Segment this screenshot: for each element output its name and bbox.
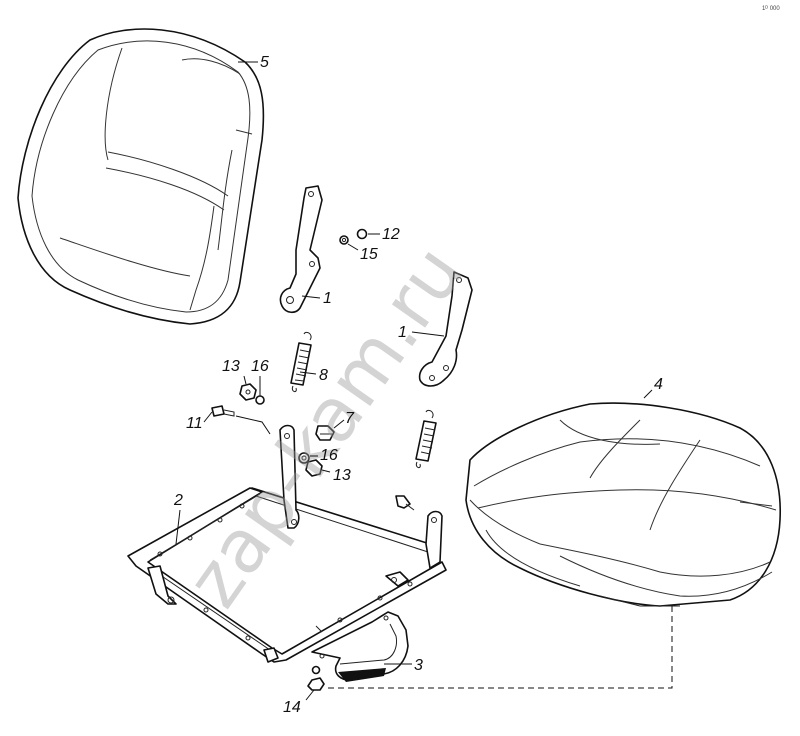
link-dashed-lines <box>326 606 673 689</box>
callout-bracket-right: 1 <box>398 324 407 341</box>
backrest <box>17 28 265 325</box>
sheet-code: 1ᴰ 000 <box>762 5 780 12</box>
callout-backrest: 5 <box>260 54 269 71</box>
callout-washer-left: 16 <box>251 358 269 375</box>
callout-handle: 3 <box>414 657 423 674</box>
callout-pin: 7 <box>345 410 355 427</box>
nut-mid <box>305 459 323 477</box>
callout-washer-mid: 16 <box>320 447 338 464</box>
adjust-handle <box>311 611 409 682</box>
washer-mid <box>298 452 310 464</box>
callout-nut-bottom: 14 <box>283 699 301 716</box>
bracket-right <box>418 271 473 387</box>
nut-left <box>239 383 257 401</box>
spring-right <box>415 409 437 469</box>
seat-cushion <box>465 402 781 607</box>
callouts: 5 12 15 1 1 8 13 16 11 7 16 13 2 4 3 14 <box>173 54 663 716</box>
callout-bolt-top: 12 <box>382 226 400 243</box>
bolt-left <box>211 405 271 435</box>
callout-nut-left: 13 <box>222 358 240 375</box>
washer-left <box>255 395 265 405</box>
bolt-top <box>356 228 368 240</box>
callout-bolt-left: 11 <box>186 415 203 432</box>
callout-spring-left: 8 <box>319 367 328 384</box>
nut-bottom <box>307 665 325 691</box>
washer-top <box>339 235 349 245</box>
callout-nut-mid: 13 <box>333 467 351 484</box>
bracket-upper <box>279 185 323 314</box>
callout-frame: 2 <box>173 492 183 509</box>
spring-left <box>290 331 312 393</box>
pin <box>315 425 335 441</box>
callout-washer-top: 15 <box>360 246 378 263</box>
stud-bolt <box>395 495 415 511</box>
callout-bracket-upper: 1 <box>323 290 332 307</box>
callout-cushion: 4 <box>654 376 663 393</box>
seat-frame <box>127 424 447 663</box>
